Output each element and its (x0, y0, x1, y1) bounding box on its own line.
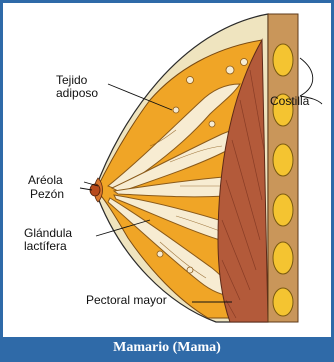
label-glandula-lactifera: Glándula lactífera (24, 227, 72, 253)
label-tejido-adiposo: Tejido adiposo (56, 74, 98, 100)
label-areola: Aréola (28, 174, 63, 187)
label-costilla: Costilla (270, 95, 309, 108)
label-pectoral-mayor: Pectoral mayor (86, 294, 167, 307)
diagram-caption: Mamario (Mama) (3, 337, 331, 359)
label-pezon: Pezón (30, 188, 64, 201)
